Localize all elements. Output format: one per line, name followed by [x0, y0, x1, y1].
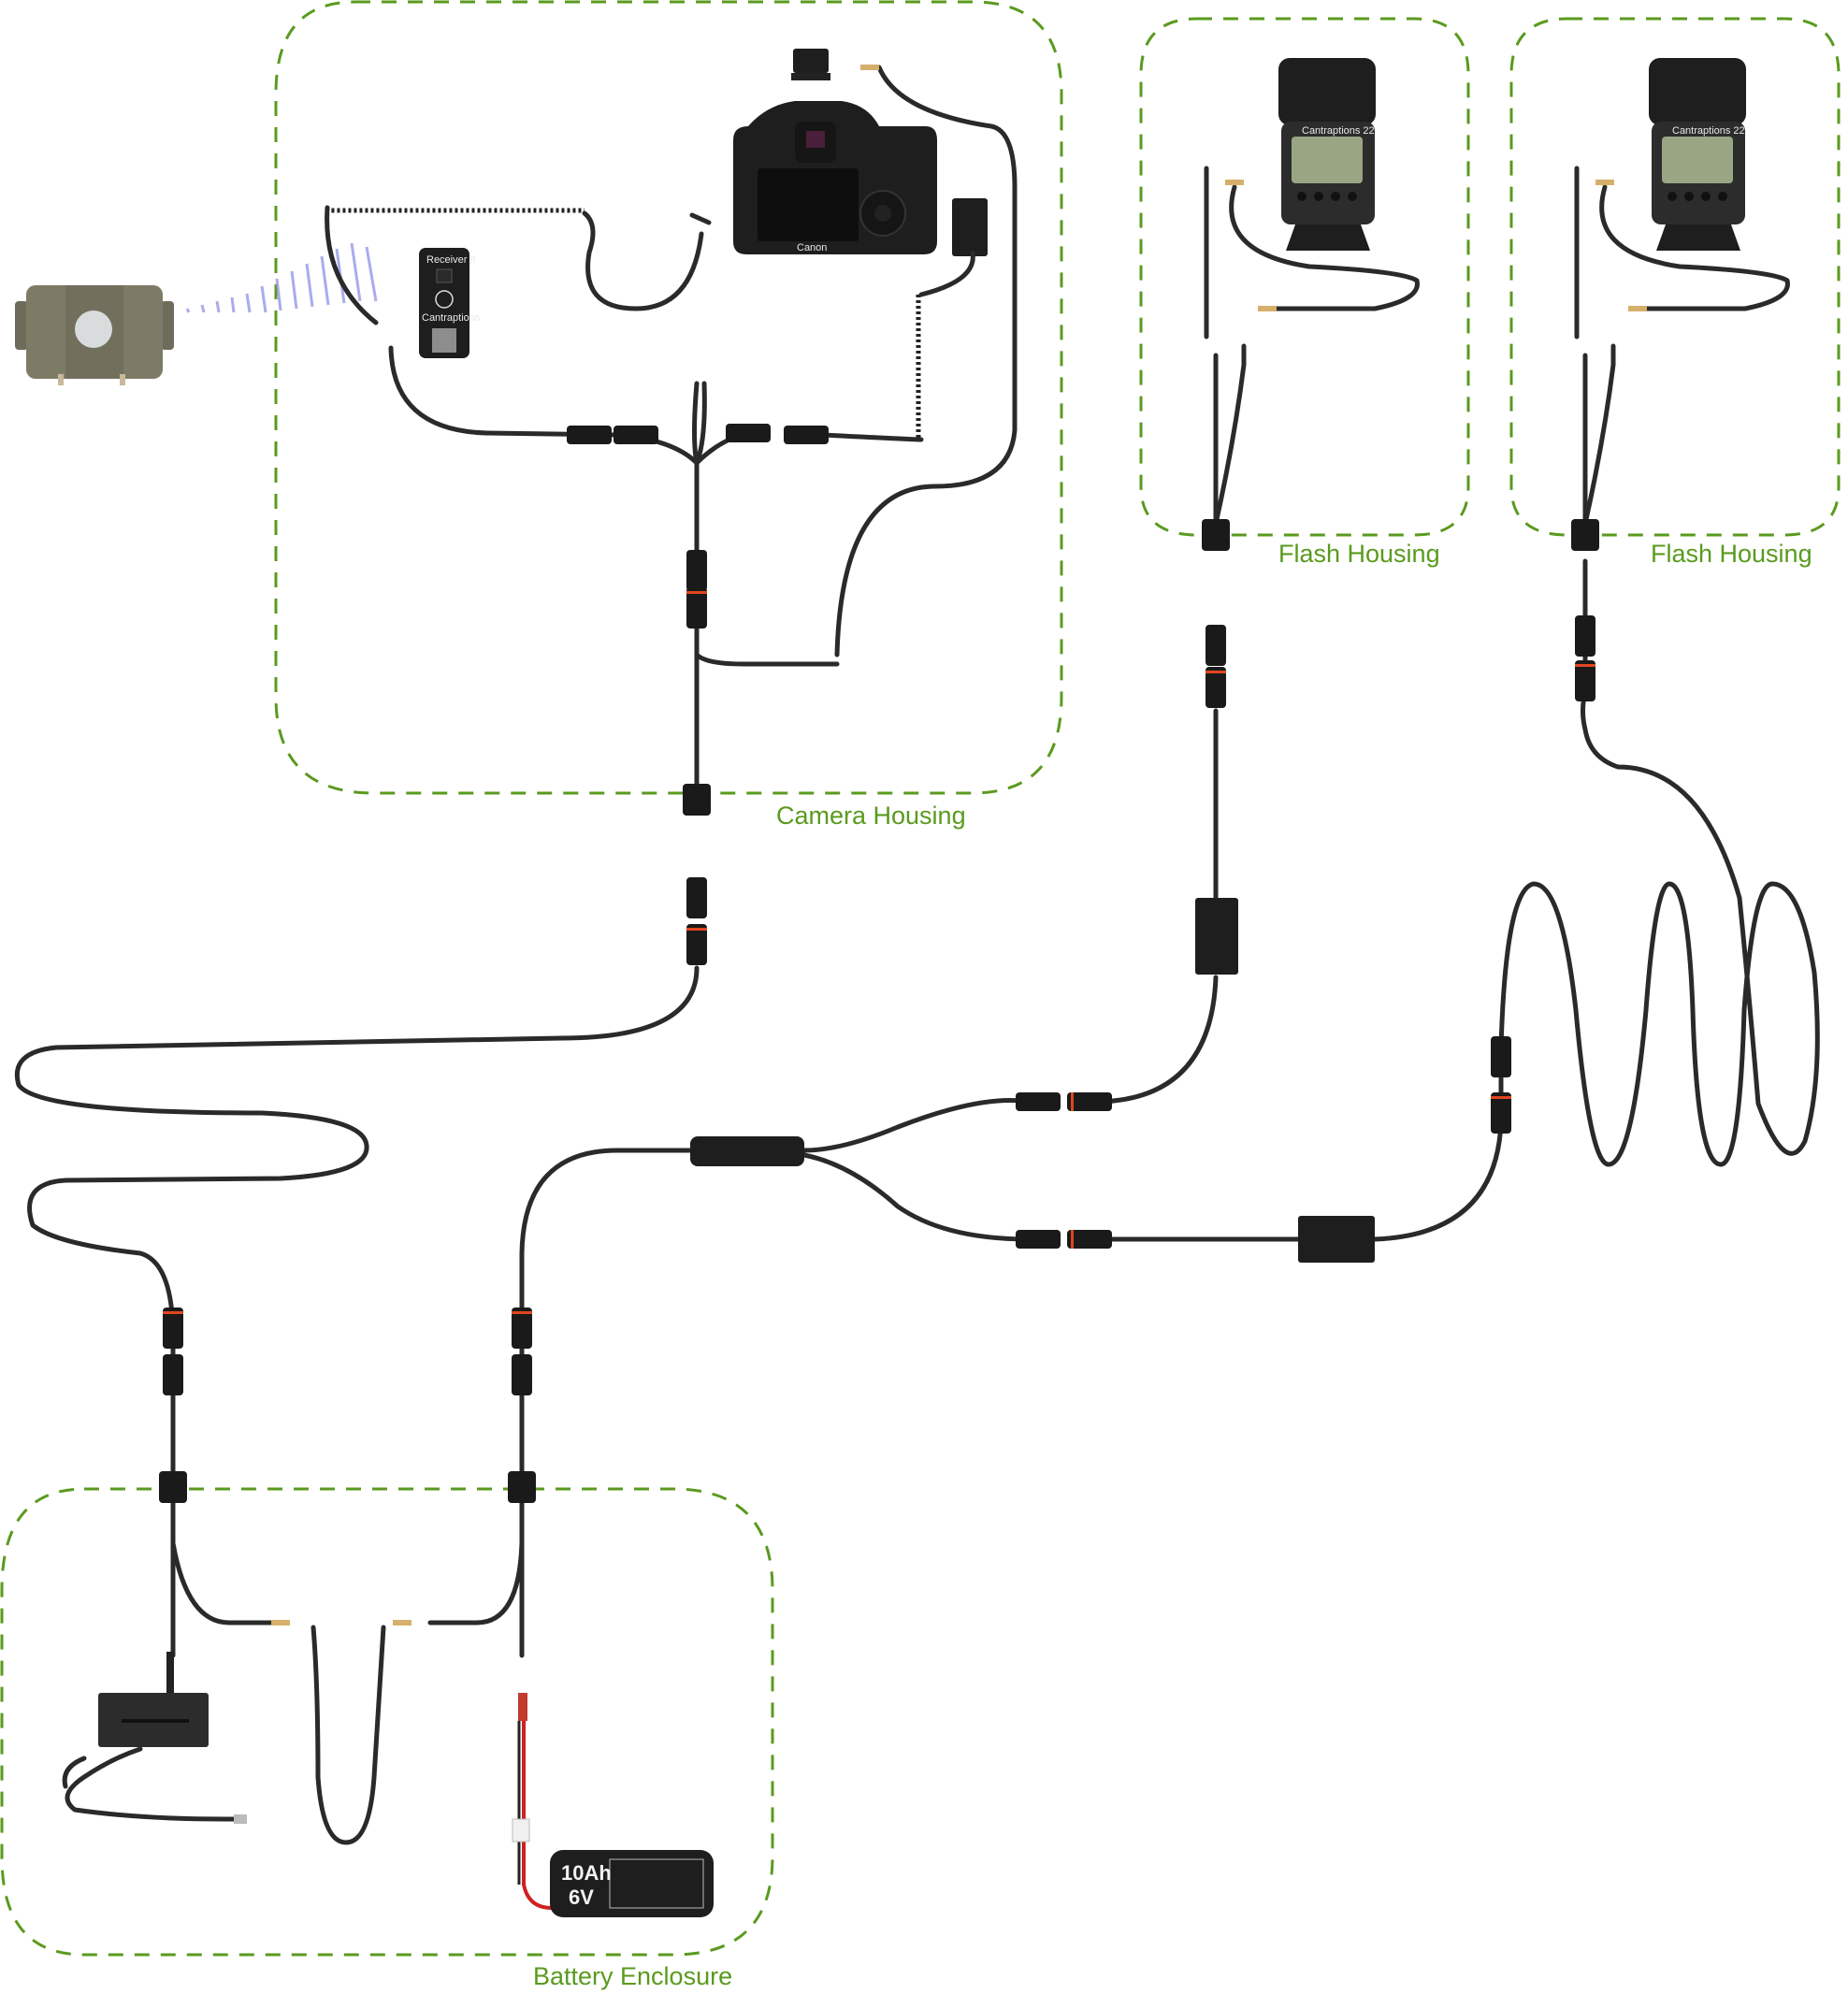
audio-jack-tip	[1225, 180, 1244, 185]
cable-connector	[1575, 660, 1595, 701]
cable-connector	[686, 587, 707, 629]
camera-brand: Canon	[797, 242, 827, 253]
flash-1-inline-module	[1195, 898, 1238, 975]
connector-seal-ring	[686, 591, 707, 594]
cable-connector	[512, 1354, 532, 1395]
connector-seal-ring	[1491, 1096, 1511, 1099]
battery-voltage: 6V	[569, 1886, 594, 1909]
flash-1-brand: Cantraptions 22	[1302, 125, 1375, 137]
battery-pack: 10Ah 6V	[512, 1693, 714, 1917]
connector-seal-ring	[1071, 1230, 1074, 1249]
cable-connector	[686, 924, 707, 965]
camera-housing: Camera Housing	[274, 0, 1063, 830]
flash-housing-1-label: Flash Housing	[1278, 540, 1440, 568]
connector-seal-ring	[512, 1311, 532, 1314]
cable-connector	[614, 426, 658, 444]
cable-connector	[686, 877, 707, 918]
audio-jack-tip	[1628, 306, 1647, 311]
connector-seal-ring	[1071, 1092, 1074, 1111]
battery-enclosure-cables	[62, 1512, 553, 1910]
connector-seal-ring	[163, 1311, 183, 1314]
battery-enclosure-label: Battery Enclosure	[533, 1962, 732, 1990]
connector-seal-ring	[1575, 664, 1595, 667]
waterproof-connectors	[159, 65, 1647, 1626]
cable-connector	[163, 1308, 183, 1349]
cable-connector	[1202, 519, 1230, 551]
flash-2-inline-module	[1298, 1216, 1375, 1263]
flash-housing-1: Flash Housing	[1139, 17, 1470, 568]
audio-jack-tip	[860, 65, 879, 70]
flash-unit-1: Cantraptions 22	[1278, 58, 1376, 251]
cable-connector	[1067, 1092, 1112, 1111]
audio-jack-tip	[271, 1620, 290, 1626]
battery-capacity: 10Ah	[561, 1861, 612, 1885]
camera-housing-label: Camera Housing	[776, 802, 966, 830]
flash-unit-2: Cantraptions 22	[1649, 58, 1746, 251]
audio-jack-tip	[1258, 306, 1277, 311]
y-splitter-main	[690, 1136, 804, 1166]
flash-housing-2-label: Flash Housing	[1651, 540, 1812, 568]
cable-connector	[512, 1308, 532, 1349]
cable-connector	[784, 426, 829, 444]
cable-connector	[1016, 1092, 1061, 1111]
flash-2-brand: Cantraptions 22	[1672, 125, 1745, 137]
camera-battery-dummy	[952, 198, 988, 256]
ir-beam	[185, 242, 378, 313]
cable-connector	[1491, 1036, 1511, 1077]
camera-lcd-screen	[758, 168, 859, 241]
audio-jack-tip	[1595, 180, 1614, 185]
receiver-title: Receiver II	[426, 254, 476, 266]
battery-charger	[98, 1652, 247, 1824]
cable-connector	[159, 1471, 187, 1503]
audio-jack-tip	[393, 1620, 411, 1626]
connector-seal-ring	[686, 928, 707, 931]
cable-connector	[1016, 1230, 1061, 1249]
camera-housing-cables	[325, 65, 1018, 802]
battery-enclosure: Battery Enclosure	[0, 1487, 774, 1990]
cable-connector	[1491, 1092, 1511, 1134]
cable-connector	[686, 550, 707, 591]
cable-connector	[683, 784, 711, 816]
flash-2-lcd	[1662, 137, 1733, 183]
cable-connector	[1575, 615, 1595, 657]
cable-connector	[1206, 667, 1226, 708]
cable-connector	[1206, 625, 1226, 666]
cable-connector	[163, 1354, 183, 1395]
pir-motion-sensor	[15, 285, 174, 385]
flash-1-lcd	[1292, 137, 1363, 183]
wireless-receiver: Receiver II Cantraptions	[419, 248, 481, 358]
cable-connector	[726, 424, 771, 442]
connector-seal-ring	[1206, 671, 1226, 673]
pir-lens-icon	[75, 311, 112, 348]
camera-body: Canon	[733, 49, 937, 254]
cable-connector	[567, 426, 612, 444]
cable-connector	[1067, 1230, 1112, 1249]
cable-connector	[1571, 519, 1599, 551]
flash-housing-2: Flash Housing	[1509, 17, 1841, 568]
cable-connector	[508, 1471, 536, 1503]
receiver-brand: Cantraptions	[422, 312, 481, 324]
